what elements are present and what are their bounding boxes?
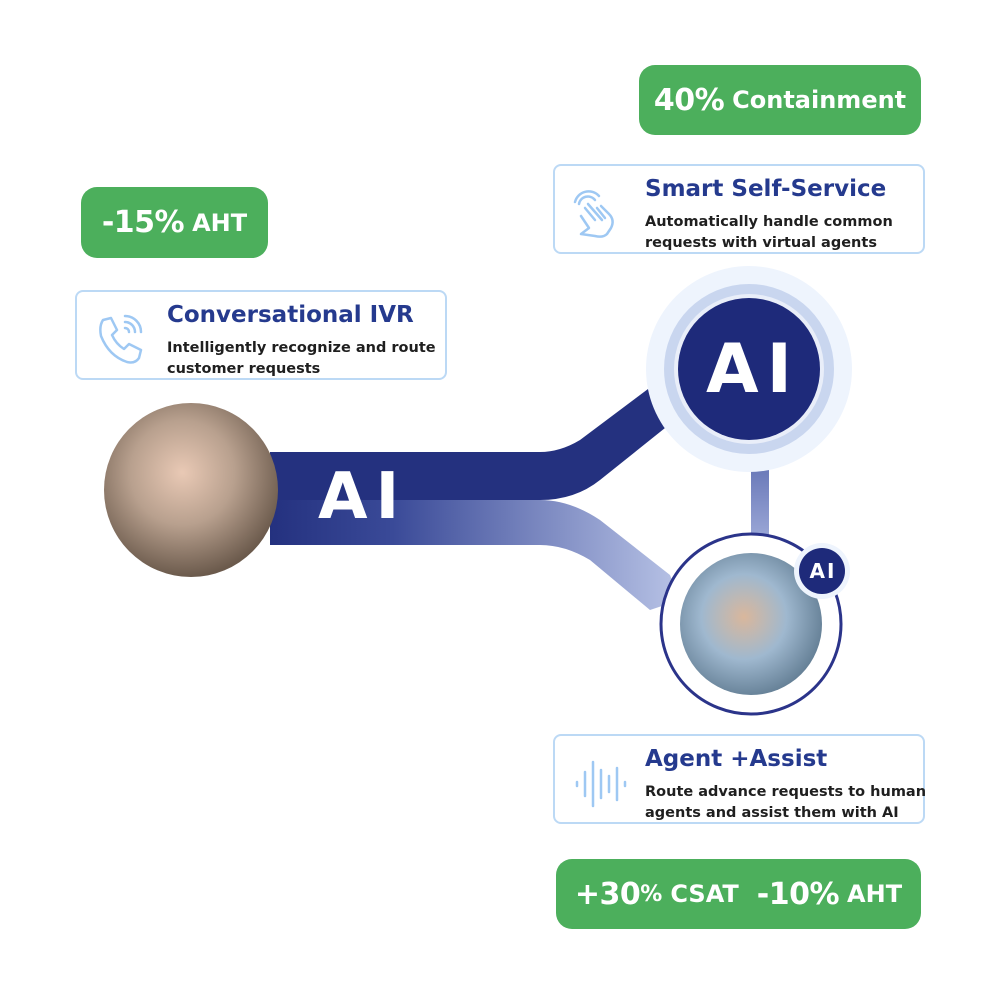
agent-ai-badge-label: AI — [809, 559, 837, 583]
ai-hub — [678, 298, 820, 440]
self-service-desc: Automatically handle common requests wit… — [645, 214, 893, 251]
ivr-aht-label: AHT — [192, 208, 248, 237]
agent-assist-card: Agent +Assist Route advance requests to … — [553, 734, 926, 824]
upper-branch — [270, 365, 700, 500]
lower-branch — [270, 500, 680, 610]
self-service-card: Smart Self-Service Automatically handle … — [553, 164, 925, 254]
assist-aht-value: -10% — [756, 876, 840, 912]
agent-photo — [680, 553, 822, 695]
customer-photo — [104, 403, 278, 577]
ivr-title: Conversational IVR — [167, 302, 414, 328]
assist-aht-label: AHT — [847, 880, 903, 908]
sound-wave-icon — [575, 760, 627, 808]
agent-assist-title: Agent +Assist — [645, 746, 828, 772]
agent-assist-desc: Route advance requests to human agents a… — [645, 784, 927, 821]
self-service-title: Smart Self-Service — [645, 176, 887, 202]
ivr-card: Conversational IVR Intelligently recogni… — [75, 290, 447, 380]
csat-value: +30 — [574, 876, 641, 912]
ivr-desc: Intelligently recognize and route custom… — [167, 340, 436, 377]
containment-badge: 40% Containment — [639, 65, 921, 135]
assist-badge: +30 % CSAT -10% AHT — [556, 859, 921, 929]
csat-label: CSAT — [670, 880, 739, 908]
hub-ai-label: AI — [706, 330, 800, 409]
ivr-aht-value: -15% — [101, 205, 185, 240]
agent-ai-badge — [799, 548, 845, 594]
csat-pct: % — [640, 881, 663, 907]
flow-ai-label: AI — [318, 460, 408, 534]
containment-label: Containment — [732, 86, 907, 114]
phone-ringing-icon — [99, 314, 143, 364]
ivr-aht-badge: -15% AHT — [81, 187, 268, 258]
tap-hand-icon — [573, 190, 614, 238]
containment-value: 40% — [653, 82, 725, 118]
